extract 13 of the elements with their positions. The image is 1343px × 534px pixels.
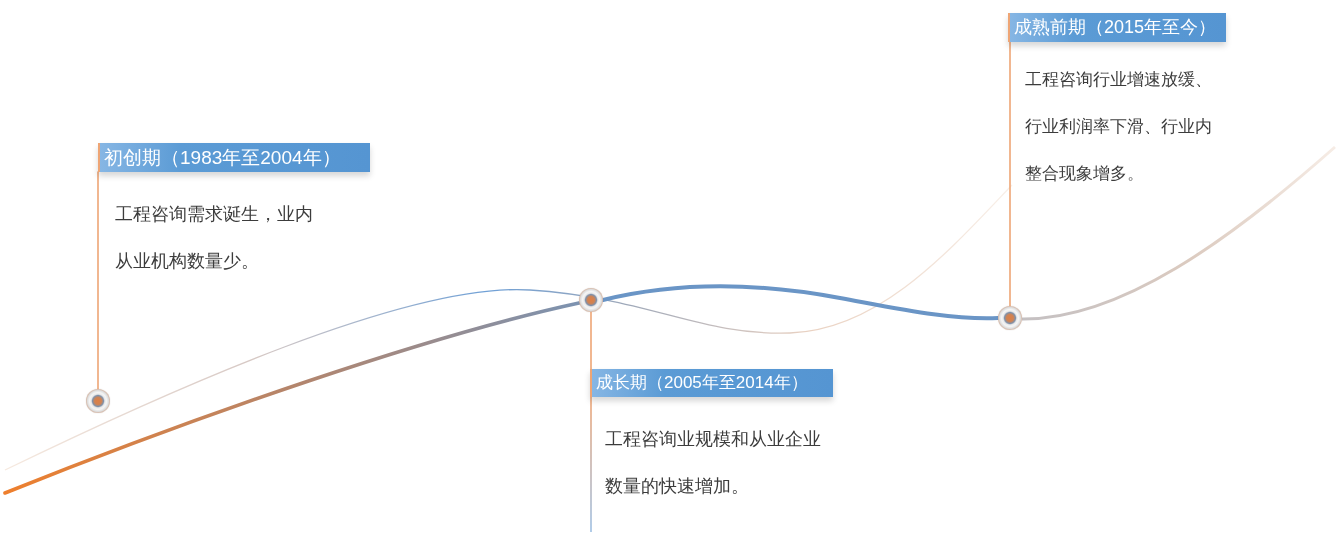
heading-band: 初创期（1983年至2004年） [98, 143, 370, 172]
curve-line [601, 284, 1000, 321]
leader-line [590, 311, 592, 370]
leader-line [1009, 41, 1011, 307]
timeline-dot [86, 389, 110, 413]
description-text: 工程咨询行业增速放缓、行业利润率下滑、行业内整合现象增多。 [1025, 69, 1213, 185]
leader-line [97, 171, 99, 390]
timeline-dot [998, 306, 1022, 330]
heading-band: 成长期（2005年至2014年） [590, 369, 833, 397]
description-text: 工程咨询业规模和从业企业数量的快速增加。 [605, 428, 822, 498]
description-text: 工程咨询需求诞生，业内从业机构数量少。 [115, 203, 314, 273]
heading-band: 成熟前期（2015年至今） [1008, 13, 1226, 42]
timeline-dot [579, 288, 603, 312]
